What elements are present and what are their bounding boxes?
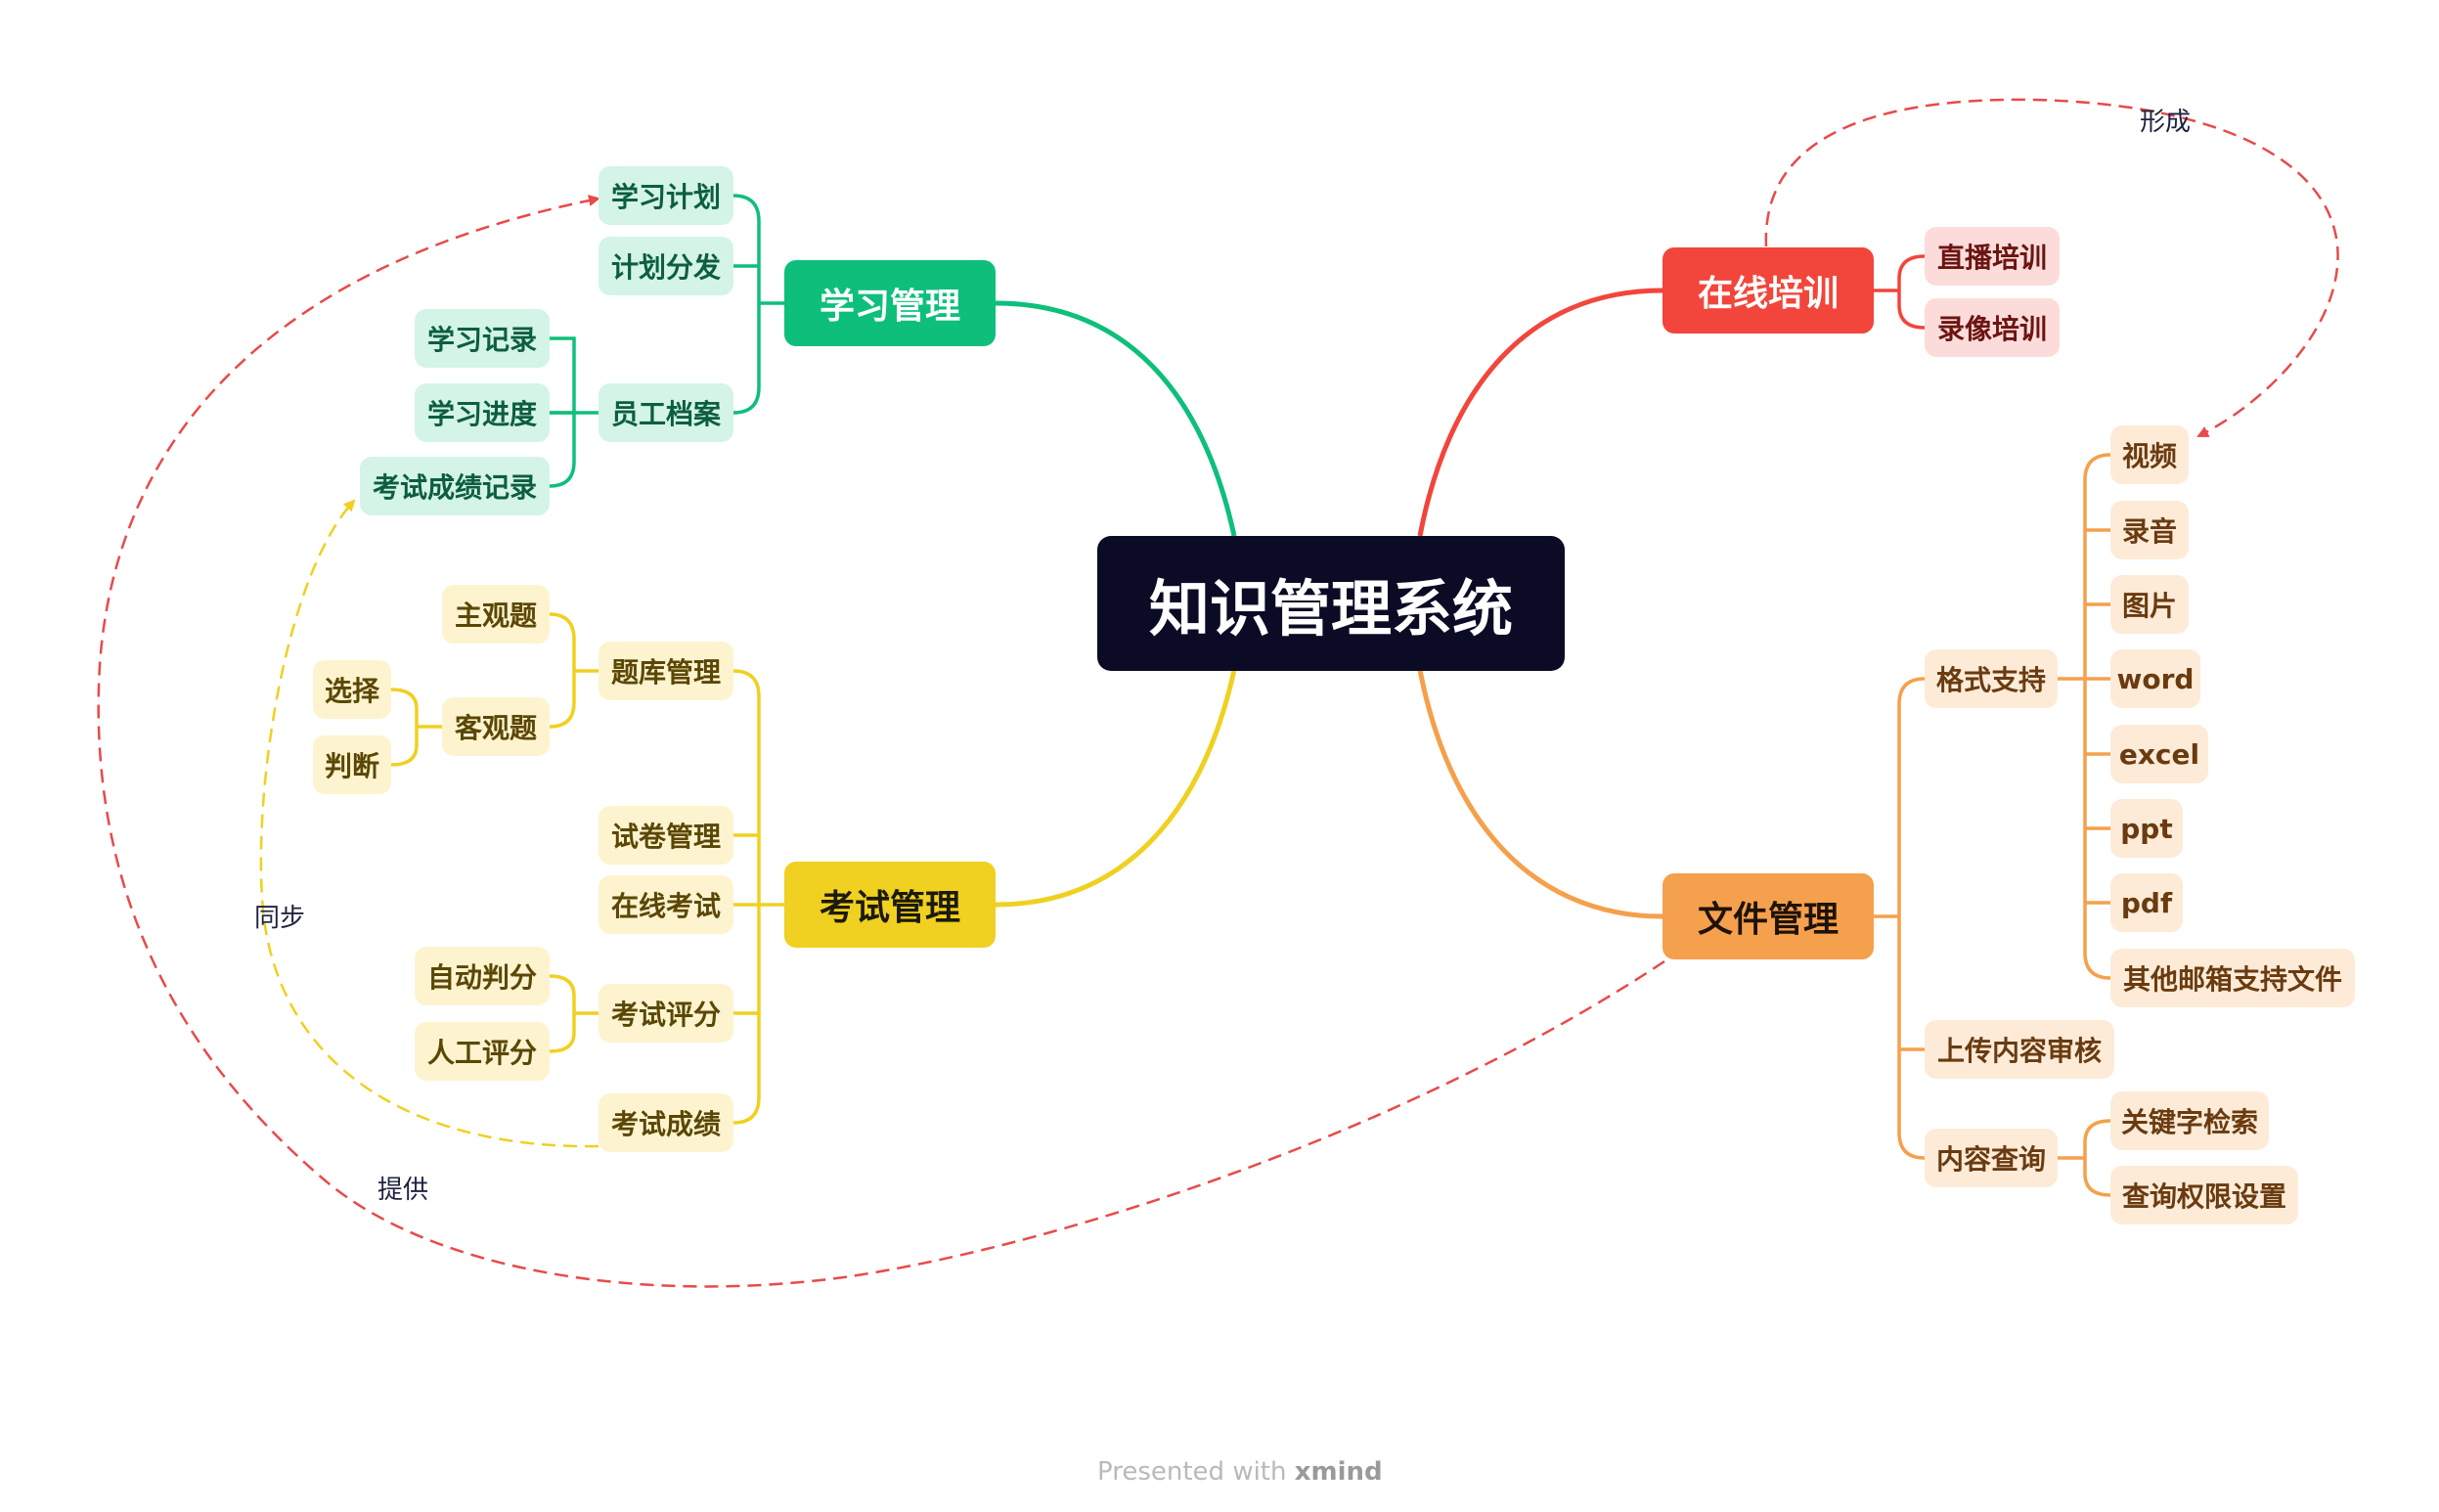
footer-prefix: Presented with [1097,1457,1287,1487]
relation-label-form[interactable]: 形成 [2140,108,2192,137]
exam-subjective[interactable]: 主观题 [442,585,550,644]
file-ppt[interactable]: ppt [2110,799,2183,858]
study-progress[interactable]: 学习进度 [415,383,550,442]
exam-grading[interactable]: 考试评分 [599,984,733,1043]
online-live[interactable]: 直播培训 [1925,227,2060,286]
branch-study[interactable]: 学习管理 [784,260,996,346]
file-format[interactable]: 格式支持 [1925,649,2058,708]
exam-connectors [390,612,784,1125]
relation-line-provide [97,195,1665,1288]
relation-line-sync [259,499,599,1148]
relation-label-sync[interactable]: 同步 [254,904,306,933]
exam-bank[interactable]: 题库管理 [599,642,733,700]
relation-label-provide[interactable]: 提供 [377,1176,429,1205]
online-connectors [1874,254,1926,330]
file-pdf[interactable]: pdf [2110,873,2183,932]
file-other[interactable]: 其他邮箱支持文件 [2110,949,2355,1007]
file-image[interactable]: 图片 [2110,575,2189,634]
study-connectors [549,194,784,488]
study-record[interactable]: 学习记录 [415,309,550,368]
study-score-record[interactable]: 考试成绩记录 [360,457,550,515]
file-audio[interactable]: 录音 [2110,501,2189,559]
study-distribute[interactable]: 计划分发 [599,237,733,295]
file-video[interactable]: 视频 [2110,425,2189,484]
branch-line-file [1417,669,1663,919]
exam-objective[interactable]: 客观题 [442,697,550,756]
study-plan[interactable]: 学习计划 [599,166,733,225]
file-review[interactable]: 上传内容审核 [1925,1020,2114,1079]
study-archive[interactable]: 员工档案 [599,383,733,442]
central-topic[interactable]: 知识管理系统 [1097,536,1565,671]
exam-choice[interactable]: 选择 [313,660,391,719]
exam-manual[interactable]: 人工评分 [415,1022,550,1081]
branch-file[interactable]: 文件管理 [1663,873,1874,959]
branch-exam[interactable]: 考试管理 [784,862,996,948]
online-recorded[interactable]: 录像培训 [1925,298,2060,357]
file-connectors [1874,453,2111,1197]
branch-line-study [995,300,1237,537]
footer-brand: xmind [1294,1457,1383,1487]
exam-result[interactable]: 考试成绩 [599,1093,733,1152]
file-permission[interactable]: 查询权限设置 [2110,1166,2298,1224]
file-keyword[interactable]: 关键字检索 [2110,1091,2269,1150]
footer-attribution: Presented with xmind [1097,1457,1383,1487]
file-word[interactable]: word [2110,649,2200,708]
exam-judge[interactable]: 判断 [313,735,391,794]
exam-auto[interactable]: 自动判分 [415,947,550,1005]
exam-paper[interactable]: 试卷管理 [599,806,733,865]
file-query[interactable]: 内容查询 [1925,1129,2058,1187]
branch-online[interactable]: 在线培训 [1663,247,1874,334]
relation-line-form [1764,98,2339,438]
file-excel[interactable]: excel [2110,725,2208,783]
branch-line-online [1417,288,1663,537]
branch-line-exam [995,669,1237,908]
exam-online[interactable]: 在线考试 [599,875,733,934]
